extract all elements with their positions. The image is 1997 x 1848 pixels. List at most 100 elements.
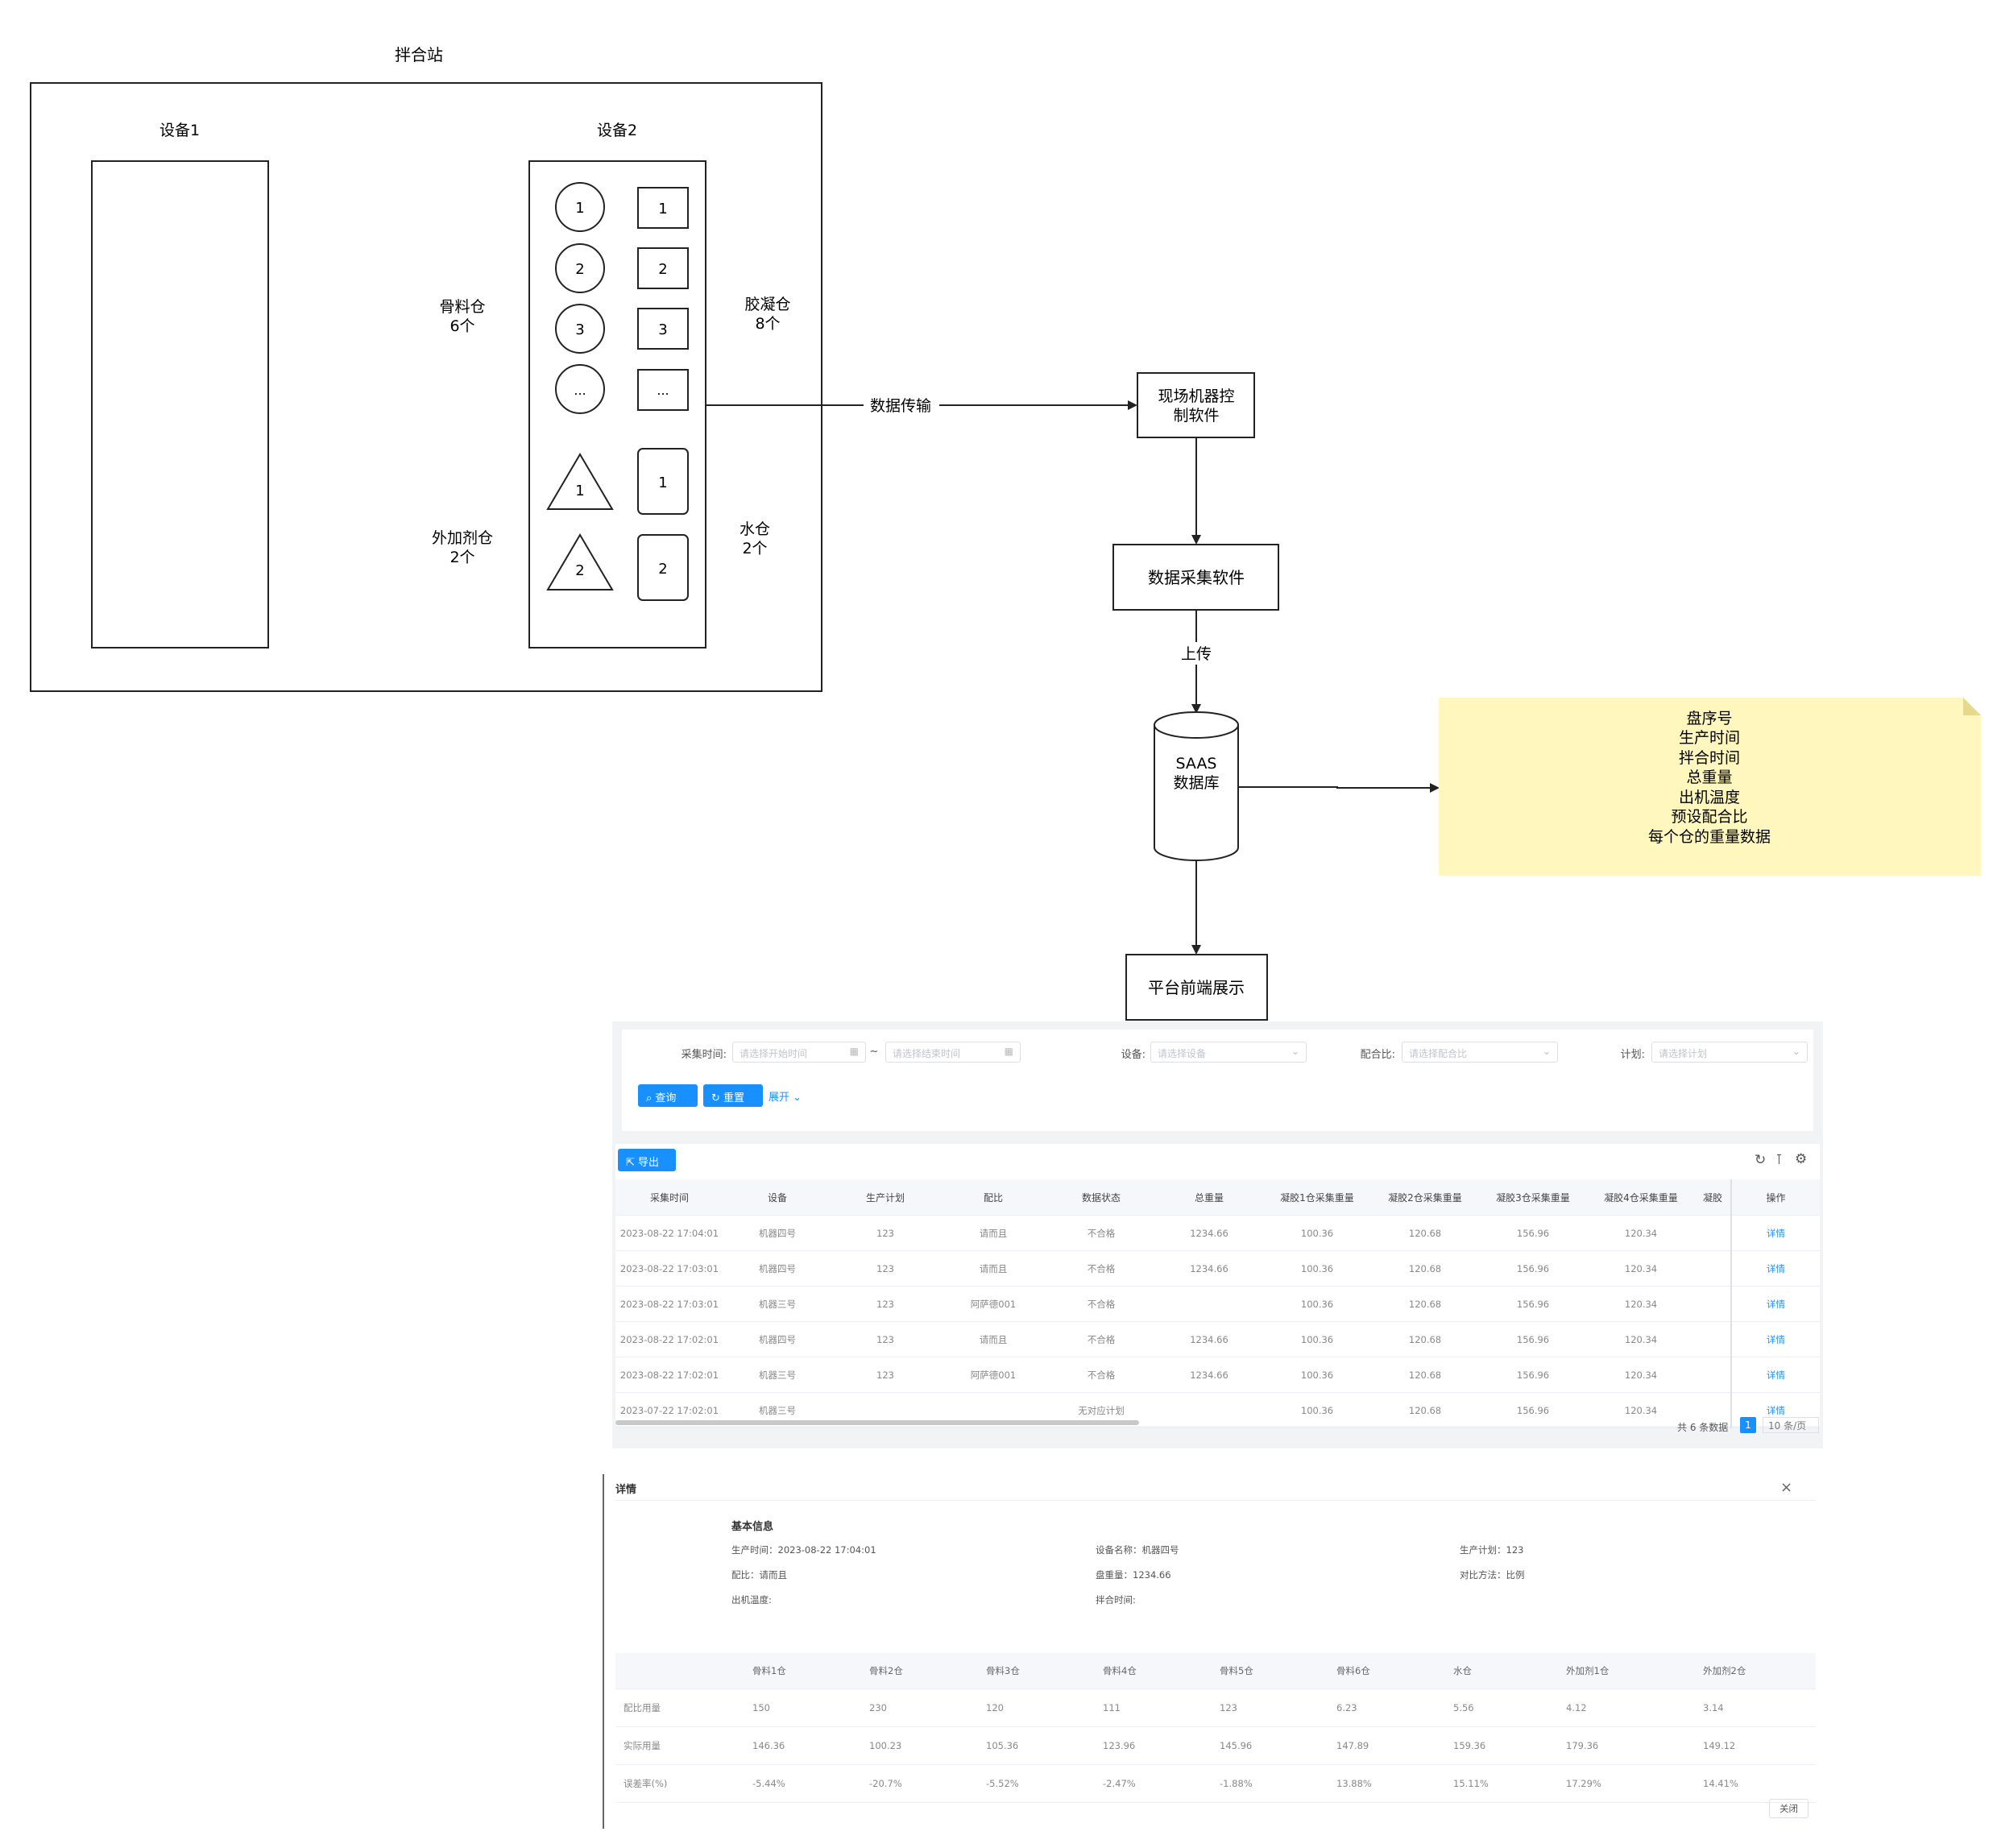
column-header[interactable]: 数据状态 [1047, 1179, 1155, 1216]
column-header[interactable]: 凝胶3仓采集重量 [1479, 1179, 1587, 1216]
table-cell: 请而且 [939, 1215, 1047, 1251]
table-cell: 156.96 [1479, 1357, 1587, 1393]
admixture-bin-triangle [546, 453, 614, 510]
detail-cell: 159.36 [1445, 1726, 1558, 1765]
table-cell: 156.96 [1479, 1321, 1587, 1357]
start-time-placeholder: 请选择开始时间 [740, 1048, 808, 1059]
detail-row: 误差率(%)-5.44%-20.7%-5.52%-2.47%-1.88%13.8… [615, 1764, 1816, 1803]
table-cell: 123 [831, 1286, 939, 1322]
column-header[interactable]: 凝胶 [1695, 1179, 1731, 1216]
detail-link[interactable]: 详情 [1730, 1286, 1820, 1322]
horizontal-scrollbar[interactable] [615, 1420, 1139, 1425]
aggregate-bin-number: ... [574, 383, 586, 398]
aggregate-bin-number: 3 [575, 321, 584, 338]
table-cell: 机器四号 [723, 1215, 831, 1251]
water-bin-box [637, 534, 689, 601]
column-header: 骨料2仓 [861, 1653, 978, 1689]
note-line: 出机温度 [1679, 789, 1740, 806]
export-icon: ⇱ [626, 1157, 639, 1169]
column-header: 外加剂1仓 [1558, 1653, 1695, 1689]
table-cell: 2023-08-22 17:03:01 [615, 1250, 723, 1287]
page-number-current[interactable]: 1 [1740, 1417, 1756, 1433]
reset-button[interactable]: ↻ 重置 [703, 1084, 763, 1107]
column-height-icon[interactable]: ⊺ [1775, 1152, 1783, 1168]
query-button[interactable]: ⌕ 查询 [638, 1084, 698, 1107]
detail-link[interactable]: 详情 [1730, 1250, 1820, 1287]
column-header[interactable]: 生产计划 [831, 1179, 939, 1216]
aggregate-bin-circle [555, 243, 605, 293]
column-header[interactable]: 配比 [939, 1179, 1047, 1216]
export-button[interactable]: ⇱ 导出 [618, 1149, 676, 1171]
outlet-temp: 出机温度: [731, 1594, 772, 1606]
table-cell: 120.34 [1587, 1215, 1695, 1251]
table-cell: 156.96 [1479, 1250, 1587, 1287]
db-to-note-arrow [1238, 783, 1440, 793]
detail-title: 详情 [615, 1484, 637, 1496]
aggregate-bin-number: 1 [575, 200, 584, 217]
detail-cell: 145.96 [1212, 1726, 1328, 1765]
column-header[interactable]: 凝胶4仓采集重量 [1587, 1179, 1695, 1216]
detail-cell: 179.36 [1558, 1726, 1695, 1765]
detail-link[interactable]: 详情 [1730, 1215, 1820, 1251]
detail-cell: 120 [978, 1688, 1095, 1727]
page-size-select[interactable]: 10 条/页 [1763, 1417, 1819, 1433]
table-cell: 120.68 [1371, 1250, 1479, 1287]
detail-cell: -5.52% [978, 1764, 1095, 1803]
detail-cell: 123 [1212, 1688, 1328, 1727]
table-cell: 2023-08-22 17:04:01 [615, 1215, 723, 1251]
settings-icon[interactable]: ⚙ [1795, 1151, 1808, 1167]
aggregate-bin-number: 2 [575, 261, 584, 278]
chevron-down-icon: ⌄ [1542, 1046, 1551, 1057]
note-line: 盘序号 [1686, 710, 1732, 727]
detail-link[interactable]: 详情 [1730, 1357, 1820, 1393]
table-cell: 不合格 [1047, 1250, 1155, 1287]
cement-bin-number: ... [657, 383, 669, 398]
section-title: 基本信息 [731, 1521, 774, 1533]
column-header[interactable]: 凝胶1仓采集重量 [1263, 1179, 1371, 1216]
admixture-bin-number: 1 [575, 483, 584, 499]
column-header: 骨料4仓 [1095, 1653, 1212, 1689]
close-button[interactable]: 关闭 [1769, 1799, 1808, 1818]
device-placeholder: 请选择设备 [1158, 1048, 1207, 1059]
column-header[interactable]: 总重量 [1155, 1179, 1263, 1216]
table-cell: 120.34 [1587, 1392, 1695, 1428]
plan-select[interactable]: 请选择计划⌄ [1651, 1042, 1808, 1063]
ratio-select[interactable]: 请选择配合比⌄ [1402, 1042, 1558, 1063]
table-cell: 2023-08-22 17:02:01 [615, 1357, 723, 1393]
end-time-input[interactable]: 请选择结束时间▦ [885, 1042, 1021, 1063]
close-icon[interactable]: × [1780, 1479, 1793, 1496]
detail-link[interactable]: 详情 [1730, 1321, 1820, 1357]
table-cell: 不合格 [1047, 1286, 1155, 1322]
time-label: 采集时间: [681, 1049, 727, 1061]
total-count: 共 6 条数据 [1677, 1422, 1729, 1433]
column-header: 骨料5仓 [1212, 1653, 1328, 1689]
column-header: 外加剂2仓 [1695, 1653, 1816, 1689]
refresh-icon[interactable]: ↻ [1755, 1152, 1767, 1168]
device-select[interactable]: 请选择设备⌄ [1150, 1042, 1307, 1063]
table-cell [1695, 1250, 1731, 1287]
column-header[interactable]: 凝胶2仓采集重量 [1371, 1179, 1479, 1216]
table-cell: 不合格 [1047, 1215, 1155, 1251]
column-header[interactable]: 采集时间 [615, 1179, 723, 1216]
table-cell [1155, 1392, 1263, 1428]
data-transfer-label-bg [864, 393, 939, 416]
sticky-note-fold [1963, 698, 1981, 715]
data-collect-label: 数据采集软件 [1148, 568, 1245, 587]
table-cell: 100.36 [1263, 1357, 1371, 1393]
compare-method: 对比方法：比例 [1460, 1569, 1525, 1581]
table-cell: 机器四号 [723, 1250, 831, 1287]
start-time-input[interactable]: 请选择开始时间▦ [732, 1042, 866, 1063]
table-cell: 120.68 [1371, 1286, 1479, 1322]
table-cell: 1234.66 [1155, 1250, 1263, 1287]
cement-bin-number: 2 [658, 261, 667, 278]
cement-bin-number: 1 [658, 201, 667, 218]
detail-table: 骨料1仓 骨料2仓 骨料3仓 骨料4仓 骨料5仓 骨料6仓 水仓 外加剂1仓 外… [615, 1653, 1816, 1803]
column-header[interactable]: 操作 [1730, 1179, 1820, 1216]
column-header: 水仓 [1445, 1653, 1558, 1689]
column-header[interactable]: 设备 [723, 1179, 831, 1216]
database-label: SAAS [1176, 755, 1217, 773]
detail-cell: 17.29% [1558, 1764, 1695, 1803]
expand-link[interactable]: 展开 ⌄ [769, 1088, 802, 1104]
